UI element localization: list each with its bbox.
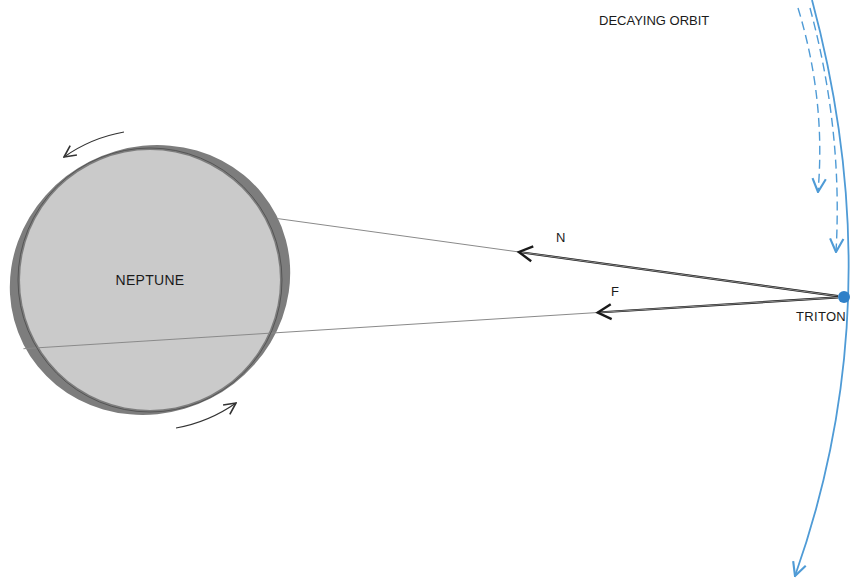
moon-node: TRITON xyxy=(790,289,852,329)
force-arrow xyxy=(23,297,838,348)
planet-disk xyxy=(20,150,280,410)
moon-name: TRITON xyxy=(796,309,846,324)
rotation-arrow xyxy=(64,132,124,157)
planet-node: NEPTUNE xyxy=(17,147,283,413)
force-label: F xyxy=(609,284,621,300)
decaying-orbit-path xyxy=(810,8,837,252)
orbit-path xyxy=(795,0,849,576)
orbit-label: DECAYING ORBIT xyxy=(597,13,711,29)
rotation-arrow xyxy=(176,403,236,428)
tidal-bulge xyxy=(0,97,337,463)
planet-name: NEPTUNE xyxy=(116,272,185,288)
force-label: N xyxy=(554,230,567,246)
force-arrow xyxy=(278,219,838,297)
moon-dot xyxy=(838,291,850,303)
